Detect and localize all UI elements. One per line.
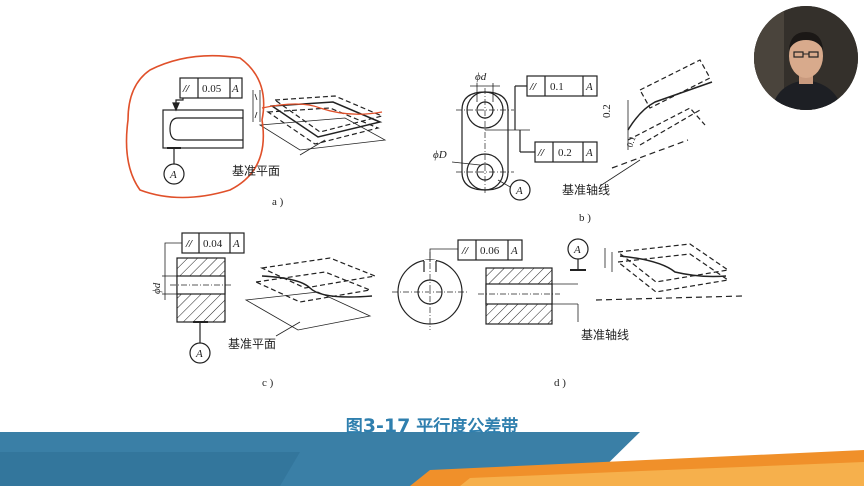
blue-band-dark [0, 452, 300, 486]
panel-b-datum-letter: A [515, 185, 523, 197]
panel-a-datum-letter: A [169, 169, 177, 181]
panel-d-frame-datum: A [510, 245, 518, 257]
panel-a-frame-symbol: // [182, 83, 190, 95]
panel-c-frame-symbol: // [185, 238, 193, 250]
panel-b-zone-v: 0.2 [601, 104, 613, 118]
panel-b-label: 基准轴线 [562, 182, 610, 197]
figure-number: 3-17 [362, 415, 411, 437]
panel-d-label: 基准轴线 [581, 327, 629, 342]
panel-d-frame-symbol: // [461, 245, 469, 257]
panel-a-label: 基准平面 [232, 164, 280, 178]
panel-b [451, 59, 713, 201]
panel-c-frame-value: 0.04 [203, 238, 223, 250]
panel-c [162, 232, 378, 364]
bottom-decoration [0, 432, 864, 486]
presenter-avatar-icon [754, 6, 858, 110]
panel-d-frame-value: 0.06 [480, 245, 500, 257]
panel-b-zone-h: 0.1 [624, 135, 637, 149]
panel-d [392, 238, 743, 330]
panel-c-dim-d: ϕd [151, 282, 163, 294]
panel-c-caption: c ) [262, 377, 274, 389]
panel-b-frame2-symbol: // [537, 147, 545, 159]
panel-a [125, 54, 387, 199]
panel-b-frame2-datum: A [585, 147, 593, 159]
figure-title-prefix: 图 [345, 417, 363, 437]
panel-b-dim-D: ϕD [433, 149, 447, 161]
red-annotation-circle [125, 54, 265, 199]
panel-b-frame1-datum: A [585, 81, 593, 93]
panel-c-frame-datum: A [232, 238, 240, 250]
panel-c-label: 基准平面 [228, 337, 276, 351]
red-annotation-stroke [261, 103, 383, 115]
panel-d-datum-letter: A [573, 244, 581, 256]
panel-b-frame2-value: 0.2 [558, 147, 572, 159]
figure-title-text: 平行度公差带 [416, 417, 519, 437]
panel-b-frame1-value: 0.1 [550, 81, 564, 93]
panel-a-frame-value: 0.05 [202, 83, 222, 95]
panel-b-dim-d: ϕd [475, 71, 487, 83]
panel-a-caption: a ) [272, 196, 284, 208]
panel-b-caption: b ) [579, 212, 591, 224]
panel-b-frame1-symbol: // [529, 81, 537, 93]
panel-a-frame-datum: A [231, 83, 239, 95]
orange-band-light [460, 462, 864, 486]
presenter-webcam [754, 6, 858, 110]
panel-d-caption: d ) [554, 377, 566, 389]
figure-title: 图3-17 平行度公差带 [0, 412, 864, 437]
panel-c-datum-letter: A [195, 348, 203, 360]
